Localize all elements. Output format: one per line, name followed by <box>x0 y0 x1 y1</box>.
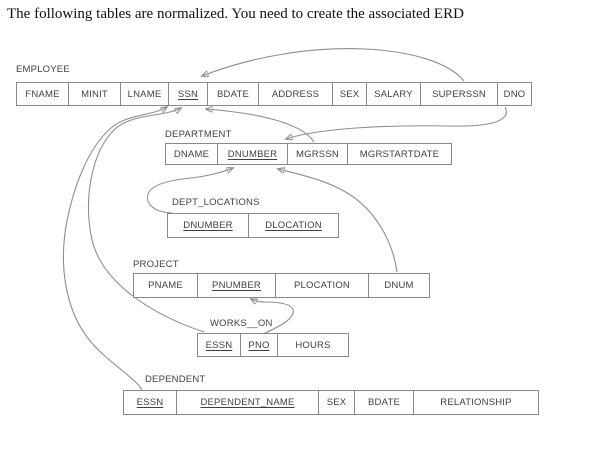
column-dept_locations-dnumber: DNUMBER <box>168 214 249 237</box>
table-label-project: PROJECT <box>133 259 179 270</box>
arrow-superssn-to-ssn <box>202 48 465 82</box>
column-dependent-dependent_name: DEPENDENT_NAME <box>177 391 319 414</box>
column-dependent-relationship: RELATIONSHIP <box>440 397 512 408</box>
column-employee-superssn: SUPERSSN <box>421 83 498 105</box>
column-dependent-sex: SEX <box>319 391 355 414</box>
table-dept-locations: DNUMBER DLOCATION <box>167 213 339 238</box>
column-employee-address: ADDRESS <box>259 83 333 105</box>
column-employee-dno: DNO <box>503 88 526 100</box>
column-dependent-essn: ESSN <box>124 391 177 414</box>
column-project-pname: PNAME <box>134 274 198 297</box>
column-department-mgrstartdate: MGRSTARTDATE <box>359 148 440 160</box>
column-dependent-bdate: BDATE <box>355 391 414 414</box>
column-employee-lname: LNAME <box>121 83 169 105</box>
column-employee-ssn: SSN <box>169 83 208 105</box>
column-dept_locations-dlocation: DLOCATION <box>265 220 322 231</box>
table-label-dependent: DEPENDENT <box>145 374 206 385</box>
column-employee-bdate: BDATE <box>208 83 259 105</box>
page-title: The following tables are normalized. You… <box>7 6 464 22</box>
column-project-plocation: PLOCATION <box>276 274 369 297</box>
column-works_on-pno: PNO <box>241 334 278 356</box>
arrow-dependent-essn-to-ssn <box>62 107 167 391</box>
table-label-works-on: WORKS__ON <box>210 318 273 329</box>
table-label-employee: EMPLOYEE <box>16 64 70 75</box>
column-employee-salary: SALARY <box>367 83 421 105</box>
column-works_on-hours: HOURS <box>295 339 331 351</box>
column-department-dnumber: DNUMBER <box>218 144 288 164</box>
table-label-department: DEPARTMENT <box>165 129 232 140</box>
arrow-dno-to-dnumber <box>286 106 507 139</box>
column-department-dname: DNAME <box>166 144 218 164</box>
column-project-pnumber: PNUMBER <box>198 274 276 297</box>
column-employee-fname: FNAME <box>17 83 69 105</box>
column-works_on-essn: ESSN <box>198 334 241 356</box>
column-project-dnum: DNUM <box>384 280 414 291</box>
table-label-dept-locations: DEPT_LOCATIONS <box>172 197 260 208</box>
column-department-mgrssn: MGRSSN <box>288 144 348 164</box>
column-employee-minit: MINIT <box>69 83 121 105</box>
column-employee-sex: SEX <box>333 83 367 105</box>
